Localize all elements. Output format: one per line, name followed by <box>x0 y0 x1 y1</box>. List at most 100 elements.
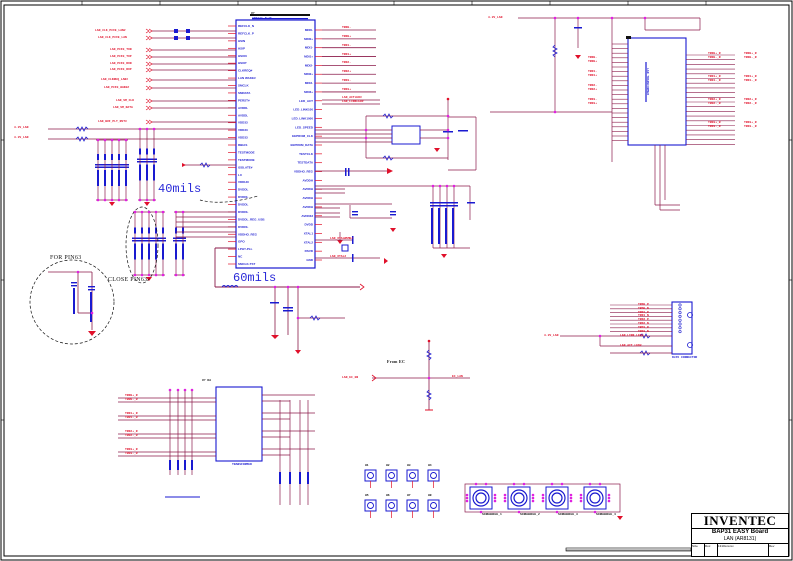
mdi-net-label: TRD0+ <box>342 34 352 38</box>
buffer-net-label: TRD3-_R <box>125 452 138 455</box>
avddh-capacitors <box>345 168 475 244</box>
lan-transformer-ic[interactable] <box>612 36 735 146</box>
cap-value <box>153 148 155 155</box>
screw-hole-label: SCREWHOLE_4 <box>596 513 616 516</box>
screw-hole-ring <box>475 492 487 504</box>
junction-dot <box>96 138 100 142</box>
junction-dot <box>103 198 107 202</box>
junction-dot <box>531 493 535 497</box>
ic-pin-label: VDD33 <box>238 121 248 125</box>
ic-pin-label: EEPROM_DATA <box>290 143 313 147</box>
junction-dot <box>140 210 144 214</box>
junction-dot <box>512 482 516 486</box>
junction-dot <box>140 273 144 277</box>
xfmr-mdi-label: TRD2+ <box>588 88 598 91</box>
junction-dot <box>493 499 497 503</box>
xtal-label: 25MHz <box>344 237 354 240</box>
crystal-25mhz[interactable] <box>315 236 380 262</box>
ground-symbol <box>88 331 96 336</box>
decoupling-capacitor-bank <box>95 139 129 206</box>
mount-hole-label: H8 <box>428 494 432 497</box>
xfmr-power-net: 3.3V_LAN <box>488 16 503 19</box>
cap-value <box>111 170 113 186</box>
rj45-led <box>687 342 693 348</box>
junction-dot <box>145 127 149 131</box>
cap-value <box>125 154 127 160</box>
cap-value <box>97 170 99 186</box>
port-arrow <box>145 85 153 91</box>
net-label: LAN_PCIE_RXP <box>110 68 132 71</box>
ic-pin-label: XTAL2 <box>304 240 314 244</box>
junction-dot <box>541 493 545 497</box>
ic-pin-label: VDDHO_REG <box>294 170 314 174</box>
title-block-fields: Size Doc 1310xxxxxx Rev <box>692 543 788 556</box>
ic-pin-label: HSIP <box>238 46 245 50</box>
junction-dot <box>110 198 114 202</box>
port-arrow <box>145 35 153 41</box>
junction-dot <box>607 499 611 503</box>
junction-dot <box>503 493 507 497</box>
ic-pin-label: CLKREQ# <box>238 69 253 73</box>
xfmr-net-label: TRD2-_R <box>708 102 721 105</box>
xfmr-part: LAN TRANSFORMER <box>646 68 649 96</box>
ic-pin-label: LED_ACT <box>299 99 313 103</box>
cap-value <box>155 227 157 234</box>
junction-dot <box>124 138 128 142</box>
net-label: LAN_BUF_PLT_RST# <box>98 120 127 123</box>
sheet-subtitle: LAN (AR8131) <box>723 536 757 542</box>
rj45-contact <box>678 318 682 322</box>
ferrite-bead <box>174 29 178 33</box>
rj45-net-label: TRD1_P <box>638 310 649 314</box>
cap-value <box>118 170 120 186</box>
cap-plate <box>173 237 186 239</box>
screw-hole-label: SCREWHOLE_1 <box>482 513 502 516</box>
xfmr-net-label: TRD0-_R <box>708 56 721 59</box>
junction-dot <box>465 499 469 503</box>
junction-dot <box>474 482 478 486</box>
ic-pin-label: SMCLK-TST <box>238 262 255 266</box>
decoupling-capacitor-bank <box>173 211 236 276</box>
cap-value <box>162 243 164 260</box>
cap-value <box>141 243 143 260</box>
bottom-buffer-ic[interactable] <box>118 386 315 505</box>
junction-dot <box>553 16 557 20</box>
ic-pin-label: MDI0- <box>305 28 313 32</box>
junction-dot <box>569 493 573 497</box>
main-lan-ic[interactable]: REFCLK_NREFCLK_PHSINHSIPHSONHSOPCLKREQ#L… <box>228 14 322 269</box>
ground-symbol <box>575 55 581 59</box>
screw-hole-body <box>507 486 531 510</box>
junction-dot <box>446 136 450 140</box>
junction-dot <box>598 334 602 338</box>
junction-dot <box>555 510 559 514</box>
buffer-pins <box>118 390 315 505</box>
ic-pin-label: AVDDH <box>303 187 313 191</box>
trace-width-40mils: 40mils <box>158 182 202 196</box>
rj45-led-net-1: LAN_LINK_LED# <box>620 334 644 337</box>
ic-pin-label: REFCLK_N <box>238 24 254 28</box>
ic-pin-label: MDI0+ <box>304 37 313 41</box>
rj45-contact <box>678 322 682 326</box>
ic-pin-label: TESTMODE <box>238 158 255 162</box>
junction-dot <box>452 184 456 188</box>
resistor-symbol <box>552 44 558 58</box>
xfmr-mdi-label: TRD1+ <box>588 74 598 77</box>
capacitor-symbol <box>574 27 582 29</box>
mount-hole-label: H5 <box>365 494 369 497</box>
rj45-connector[interactable] <box>610 301 693 356</box>
resistor-symbol <box>75 126 89 132</box>
eeprom-ic[interactable] <box>315 97 477 171</box>
cap-value <box>182 227 184 234</box>
junction-dot <box>465 493 469 497</box>
junction-dot <box>154 210 158 214</box>
cap-value <box>162 227 164 234</box>
junction-dot <box>531 499 535 503</box>
xfmr-net-label: TRD3+_R <box>708 121 721 124</box>
cap-value <box>279 472 281 484</box>
junction-dot <box>446 114 450 118</box>
port-arrow <box>145 67 153 73</box>
junction-dot <box>152 127 156 131</box>
buffer-part: TRANSFORMER <box>232 463 252 466</box>
ic-pin-label: DVDDL <box>238 188 249 192</box>
rj45-net-label: TRD1_N <box>638 314 649 318</box>
